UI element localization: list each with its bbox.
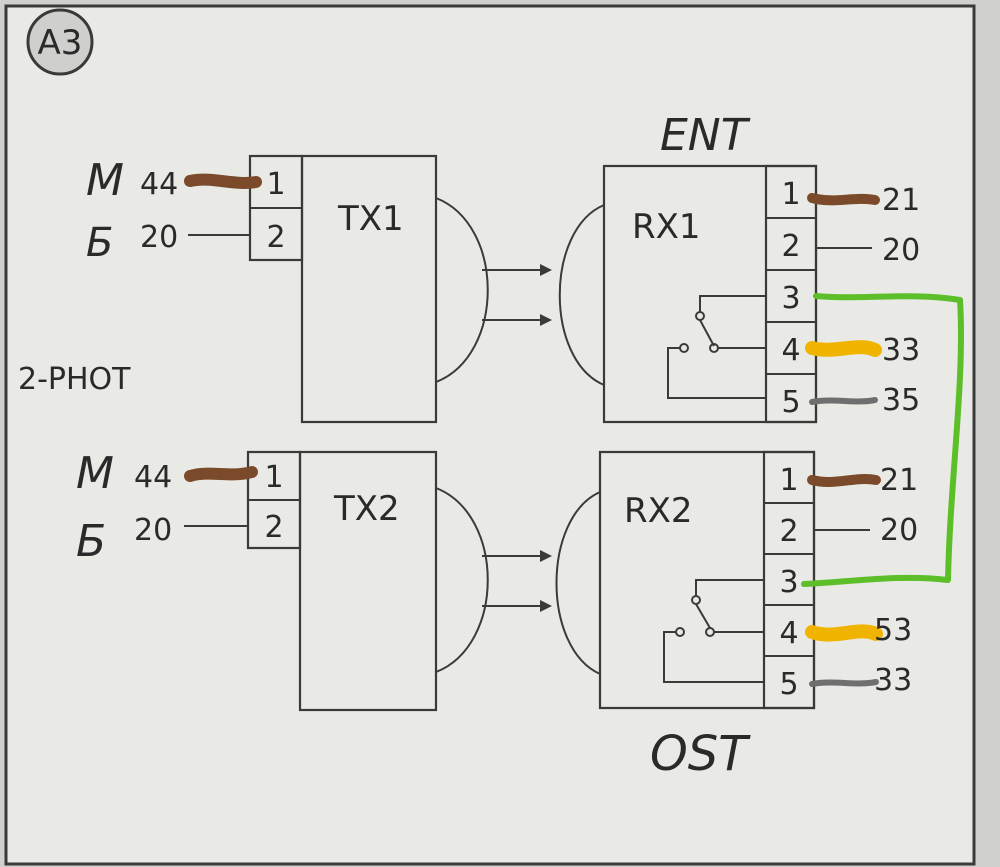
rx1-brown-marker bbox=[807, 193, 880, 206]
rx1-lens bbox=[558, 204, 605, 386]
rx1-pin1-wire: 21 bbox=[882, 183, 920, 218]
rx2-yellow-marker bbox=[805, 624, 883, 642]
tx1-brown-marker bbox=[184, 173, 262, 189]
rx1-pin3: 3 bbox=[781, 281, 800, 316]
rx1-pin4-wire: 33 bbox=[882, 333, 920, 368]
rx2-pin5: 5 bbox=[779, 667, 798, 702]
green-jumper-wire bbox=[801, 293, 964, 587]
tx1-block: М Б 44 20 1 2 TX1 bbox=[86, 154, 489, 424]
tx2-block: М Б 44 20 1 2 TX2 bbox=[76, 448, 489, 712]
rx2-lens bbox=[555, 491, 601, 675]
tx2-hand-mark-1: М bbox=[76, 448, 114, 499]
rx1-pin1: 1 bbox=[781, 177, 800, 212]
tx2-pin2-wire: 20 bbox=[134, 513, 172, 548]
tx1-pin1-wire: 44 bbox=[140, 167, 178, 202]
rx2-pin3: 3 bbox=[779, 565, 798, 600]
tx2-pin1: 1 bbox=[264, 460, 283, 495]
tx1-pin2: 2 bbox=[266, 220, 285, 255]
rx2-hand-label: OST bbox=[650, 726, 751, 782]
rx1-pin2: 2 bbox=[781, 229, 800, 264]
tx1-hand-mark-1: М bbox=[86, 155, 124, 206]
rx1-pin5: 5 bbox=[781, 385, 800, 420]
rx2-pin1: 1 bbox=[779, 463, 798, 498]
badge-circle bbox=[26, 8, 94, 76]
rx2-relay-contact bbox=[663, 579, 764, 683]
rx2-pin4-wire: 53 bbox=[874, 613, 912, 648]
rx1-hand-label: ENT bbox=[660, 110, 751, 161]
rx2-gray-marker bbox=[809, 679, 879, 687]
rx2-block: RX2 1 2 3 4 5 21 20 53 33 bbox=[555, 450, 918, 710]
tx2-pin1-wire: 44 bbox=[134, 460, 172, 495]
rx1-yellow-marker bbox=[805, 340, 882, 357]
tx1-beam-arrows bbox=[482, 264, 552, 326]
rx1-relay-contact bbox=[667, 295, 766, 399]
tx2-body bbox=[298, 450, 438, 712]
tx1-lens bbox=[435, 197, 489, 383]
tx2-pin2: 2 bbox=[264, 510, 283, 545]
tx1-body bbox=[300, 154, 438, 424]
tx2-hand-mark-2: Б bbox=[76, 516, 106, 567]
rx2-label: RX2 bbox=[624, 491, 693, 531]
rx2-brown-marker bbox=[807, 474, 881, 487]
badge-text: A3 bbox=[38, 23, 83, 63]
tx1-pin2-wire: 20 bbox=[140, 220, 178, 255]
rx2-pin1-wire: 21 bbox=[880, 463, 918, 498]
rx1-gray-marker bbox=[809, 397, 878, 405]
rx2-pin5-wire: 33 bbox=[874, 663, 912, 698]
group-label: 2-PHOT bbox=[18, 362, 131, 397]
rx2-pin2: 2 bbox=[779, 514, 798, 549]
rx2-pin2-wire: 20 bbox=[880, 513, 918, 548]
tx2-lens bbox=[435, 487, 489, 673]
rx1-label: RX1 bbox=[632, 207, 701, 247]
paper-sheet bbox=[4, 4, 976, 866]
tx2-beam-arrows bbox=[482, 550, 552, 612]
rx1-pin4: 4 bbox=[781, 333, 800, 368]
tx1-hand-mark-2: Б bbox=[86, 220, 113, 266]
tx1-pin1: 1 bbox=[266, 167, 285, 202]
badge: A3 bbox=[26, 8, 94, 76]
rx1-pin2-wire: 20 bbox=[882, 233, 920, 268]
rx1-pin5-wire: 35 bbox=[882, 383, 920, 418]
tx2-label: TX2 bbox=[333, 489, 400, 529]
rx2-pin4: 4 bbox=[779, 616, 798, 651]
tx2-brown-marker bbox=[184, 466, 258, 482]
tx1-label: TX1 bbox=[337, 199, 404, 239]
